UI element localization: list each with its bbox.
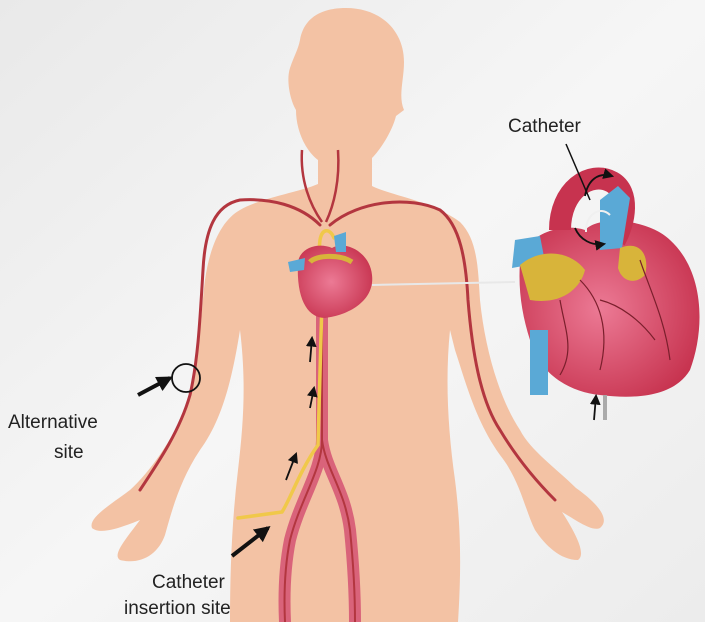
alternative-site-label-line1: Alternative — [8, 412, 98, 434]
insertion-site-label-line1: Catheter — [152, 572, 225, 594]
insertion-site-label-line2: insertion site — [124, 598, 231, 620]
catheter-label: Catheter — [508, 116, 581, 138]
alternative-site-label-line2: site — [54, 442, 84, 464]
